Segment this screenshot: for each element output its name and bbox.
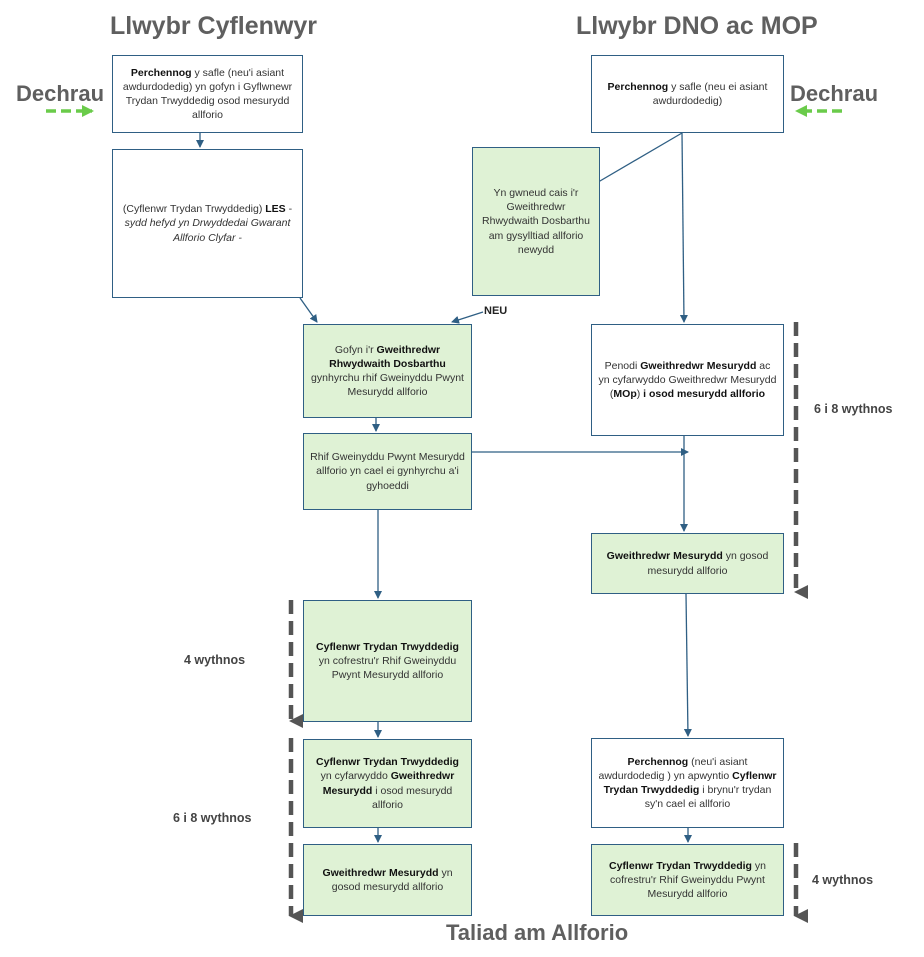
- duration-right-lower: 4 wythnos: [812, 873, 874, 887]
- duration-left-upper: 4 wythnos: [184, 653, 246, 667]
- box-supplier-instructs-mop: Cyflenwr Trydan Trwyddedig yn cyfarwyddo…: [303, 739, 472, 828]
- box-text: Perchennog y safle (neu ei asiant awdurd…: [598, 80, 777, 108]
- box-text-segment: y safle (neu ei asiant awdurdodedig): [652, 80, 768, 107]
- box-text-segment: yn cofrestru'r Rhif Gweinyddu Pwynt Mesu…: [318, 654, 457, 682]
- box-text-segment: i brynu'r trydan sy'n cael ei allforio: [644, 784, 772, 811]
- box-text-segment: yn gosod mesurydd allforio: [331, 866, 453, 893]
- box-text-segment: Rhif Gweinyddu Pwynt Mesurydd allforio y…: [310, 451, 465, 492]
- box-owner-appoints-supplier: Perchennog (neu'i asiant awdurdodedig ) …: [591, 738, 784, 828]
- arrow-R1-M1: [587, 132, 683, 189]
- box-text-segment: ac yn cyfarwyddo Gweithredwr Mesurydd (: [598, 359, 777, 401]
- box-text-segment: (Cyflenwr Trydan Trwyddedig): [122, 203, 266, 216]
- box-text-segment: Cyflenwr Trydan Trwyddedig: [316, 756, 459, 769]
- box-text: Gofyn i'r Gweithredwr Rhwydwaith Dosbart…: [310, 343, 465, 400]
- box-text: Gweithredwr Mesurydd yn gosod mesurydd a…: [598, 549, 777, 577]
- box-owner-asks-supplier: Perchennog y safle (neu'i asiant awdurdo…: [112, 55, 303, 133]
- box-appoint-meter-operator: Penodi Gweithredwr Mesurydd ac yn cyfarw…: [591, 324, 784, 436]
- box-text: Penodi Gweithredwr Mesurydd ac yn cyfarw…: [598, 359, 777, 402]
- box-text: (Cyflenwr Trydan Trwyddedig) LES - sydd …: [119, 202, 296, 245]
- box-text-segment: Perchennog: [607, 80, 669, 93]
- box-text-segment: y safle (neu'i asiant awdurdodedig) yn g…: [122, 66, 293, 122]
- box-text: Cyflenwr Trydan Trwyddedig yn cyfarwyddo…: [310, 755, 465, 812]
- box-meter-operator-installs-right: Gweithredwr Mesurydd yn gosod mesurydd a…: [591, 533, 784, 594]
- box-text: Perchennog (neu'i asiant awdurdodedig ) …: [598, 755, 777, 812]
- box-text-segment: Yn gwneud cais i'r Gweithredwr Rhwydwait…: [482, 187, 590, 256]
- start-label-left: Dechrau: [16, 81, 105, 106]
- box-text-segment: yn cofrestru'r Rhif Gweinyddu Pwynt Mesu…: [610, 859, 766, 901]
- box-text-segment: ): [636, 388, 644, 401]
- box-text-segment: i osod mesurydd allforio: [643, 388, 766, 401]
- box-text: Gweithredwr Mesurydd yn gosod mesurydd a…: [310, 866, 465, 894]
- start-label-right: Dechrau: [790, 81, 879, 106]
- box-text-segment: Cyflenwr Trydan Trwyddedig: [609, 859, 752, 872]
- arrow-L2-L3: [299, 297, 318, 323]
- box-licensed-supplier-les: (Cyflenwr Trydan Trwyddedig) LES - sydd …: [112, 149, 303, 298]
- arrow-M1-L3: [451, 311, 484, 324]
- arrow-R1-R2: [679, 132, 688, 323]
- box-text: Cyflenwr Trydan Trwyddedig yn cofrestru'…: [598, 859, 777, 902]
- box-mpan-generated-published: Rhif Gweinyddu Pwynt Mesurydd allforio y…: [303, 433, 472, 510]
- box-text-segment: Penodi: [604, 359, 641, 372]
- box-text-segment: Gweithredwr Mesurydd: [322, 866, 439, 879]
- arrow-R3-R4: [683, 593, 692, 737]
- box-text: Yn gwneud cais i'r Gweithredwr Rhwydwait…: [479, 186, 593, 257]
- box-text-segment: LES: [265, 203, 286, 216]
- box-text-segment: i osod mesurydd allforio: [372, 784, 453, 811]
- box-text-segment: yn cyfarwyddo: [320, 770, 391, 783]
- duration-right-upper: 6 i 8 wythnos: [814, 402, 893, 416]
- box-text-segment: sydd hefyd yn Drwyddedai Gwarant Allfori…: [124, 217, 291, 244]
- box-text: Cyflenwr Trydan Trwyddedig yn cofrestru'…: [310, 640, 465, 683]
- box-text-segment: gynhyrchu rhif Gweinyddu Pwynt Mesurydd …: [311, 372, 464, 399]
- box-text-segment: Gweithredwr Mesurydd: [606, 550, 723, 563]
- neu-label: NEU: [484, 305, 508, 317]
- box-text: Perchennog y safle (neu'i asiant awdurdo…: [119, 66, 296, 123]
- box-text-segment: Perchennog: [627, 755, 689, 768]
- box-text-segment: Gweithredwr Mesurydd: [322, 770, 455, 797]
- box-text-segment: Gweithredwr Rhwydwaith Dosbarthu: [329, 343, 446, 370]
- box-owner-right: Perchennog y safle (neu ei asiant awdurd…: [591, 55, 784, 133]
- box-text-segment: Gofyn i'r: [334, 343, 377, 356]
- box-ask-dno-generate-mpan: Gofyn i'r Gweithredwr Rhwydwaith Dosbart…: [303, 324, 472, 418]
- bottom-title: Taliad am Allforio: [446, 920, 629, 945]
- box-supplier-registers-mpan: Cyflenwr Trydan Trwyddedig yn cofrestru'…: [303, 600, 472, 722]
- box-text-segment: Cyflenwr Trydan Trwyddedig: [316, 640, 459, 653]
- box-text-segment: -: [285, 203, 293, 216]
- box-text: Rhif Gweinyddu Pwynt Mesurydd allforio y…: [310, 450, 465, 493]
- left-column-title: Llwybr Cyflenwyr: [110, 12, 317, 40]
- box-text-segment: Cyflenwr Trydan Trwyddedig: [603, 769, 777, 796]
- duration-left-lower: 6 i 8 wythnos: [173, 811, 252, 825]
- box-apply-dno-connection: Yn gwneud cais i'r Gweithredwr Rhwydwait…: [472, 147, 600, 296]
- box-text-segment: (neu'i asiant awdurdodedig ) yn apwyntio: [598, 755, 748, 782]
- box-text-segment: yn gosod mesurydd allforio: [647, 550, 769, 577]
- box-meter-operator-installs-left: Gweithredwr Mesurydd yn gosod mesurydd a…: [303, 844, 472, 916]
- box-text-segment: Perchennog: [130, 66, 192, 79]
- right-column-title: Llwybr DNO ac MOP: [576, 12, 818, 40]
- box-text-segment: Gweithredwr Mesurydd: [640, 359, 757, 372]
- box-text-segment: MOp: [613, 388, 637, 401]
- box-supplier-registers-mpan-right: Cyflenwr Trydan Trwyddedig yn cofrestru'…: [591, 844, 784, 916]
